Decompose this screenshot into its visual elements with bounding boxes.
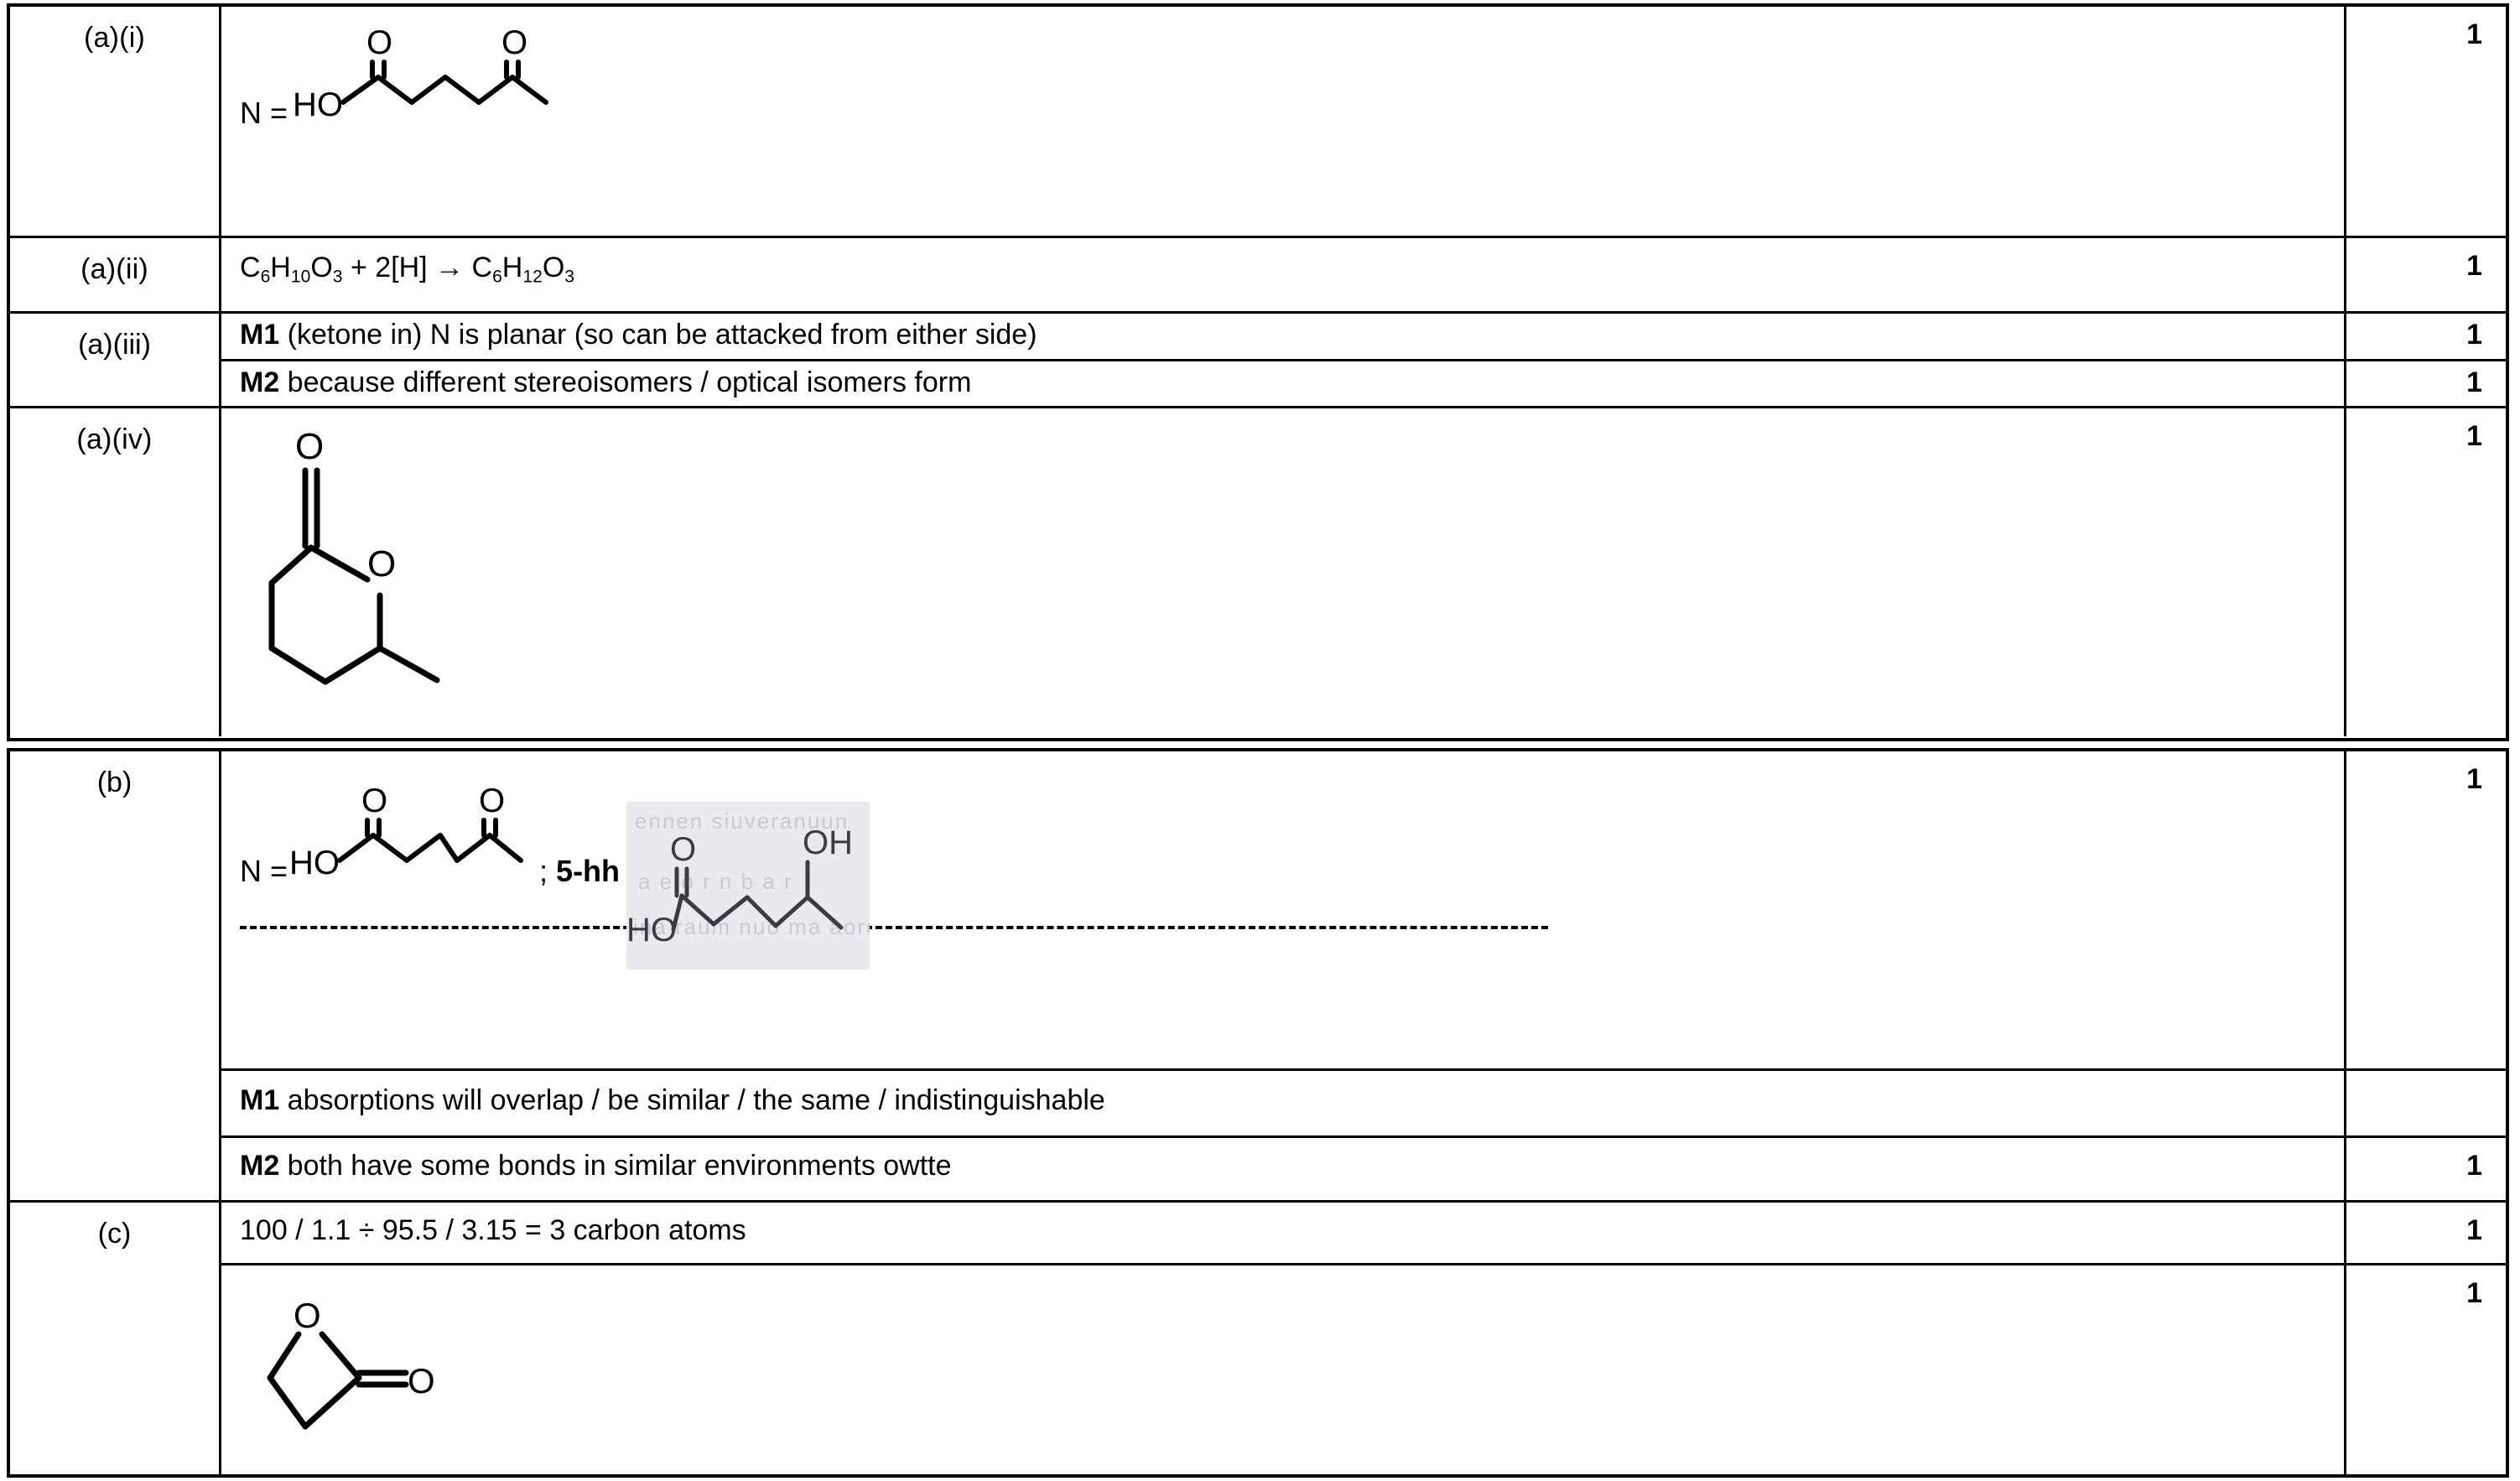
mark-cell: 1 [2466,1214,2482,1246]
table-row: (a)(i) N = HO O O [10,7,2506,236]
pasted-image-5-hydroxyhexanoic-acid: ennen siuveranuun a e o r n b a r ina ra… [626,802,870,969]
table-row-group: (c) 100 / 1.1 ÷ 95.5 / 3.15 = 3 carbon a… [10,1200,2506,1474]
answer-cell: O O [221,408,2346,736]
question-ref-label: (b) [96,766,132,798]
svg-text:O: O [294,1296,321,1335]
answer-cell: N = HO O O [221,7,2346,236]
table-row: N = HO O O [221,751,2506,1068]
svg-text:HO: HO [626,912,677,948]
question-ref-cell: (a)(i) [10,7,221,236]
molecule-5-oxohexanoic-acid: HO O O [293,25,549,123]
dashed-separator [240,926,1548,929]
answer-cell: C6H10O3 + 2[H] → C6H12O3 [221,238,2346,311]
molecule-5-oxohexanoic-acid: HO O O [289,783,524,881]
n-equals-label: N = [240,854,288,888]
mark-cell [2346,1071,2506,1136]
answer-cell: M2 because different stereoisomers / opt… [221,361,2346,406]
n-equals-label: N = [240,96,288,130]
mark-cell: 1 [2466,420,2482,452]
question-ref-cell: (a)(iii) [10,314,221,406]
answer-cell: N = HO O O [221,751,2346,1068]
table-row: (a)(ii) C6H10O3 + 2[H] → C6H12O3 1 [10,236,2506,311]
mark-point-text: because different stereoisomers / optica… [279,366,972,398]
mark-cell: 1 [2466,319,2482,351]
answer-cell: M2 both have some bonds in similar envir… [221,1138,2346,1200]
svg-text:O: O [361,783,387,819]
svg-text:O: O [367,543,396,585]
answer-cell: M1 absorptions will overlap / be similar… [221,1070,2346,1136]
svg-text:OH: OH [803,824,853,861]
mark-point-tag: M1 [240,1083,280,1116]
question-ref-label: (a)(iii) [78,329,151,361]
mark-scheme-table-part-a: (a)(i) N = HO O O [7,3,2509,741]
question-ref-label: (a)(iv) [76,424,153,455]
mark-point-text: absorptions will overlap / be similar / … [279,1083,1105,1116]
mark-cell: 1 [2466,18,2482,50]
svg-text:HO: HO [289,844,340,881]
table-row: 100 / 1.1 ÷ 95.5 / 3.15 = 3 carbon atoms… [221,1203,2506,1264]
question-ref-label: (a)(ii) [81,253,148,285]
mark-cell: 1 [2466,763,2482,795]
mark-cell: 1 [2466,250,2482,282]
molecule-delta-lactone: O O [268,426,440,685]
mark-point-text: both have some bonds in similar environm… [279,1150,952,1182]
molecule-5-hydroxyhexanoic-acid: HO O OH [626,824,853,948]
table-row: M1 absorptions will overlap / be similar… [221,1068,2506,1136]
separator-label: ; [539,854,548,888]
question-ref-cell: (c) [10,1203,221,1474]
svg-text:O: O [295,426,324,467]
mark-cell: 1 [2466,1277,2482,1310]
svg-text:O: O [479,783,505,819]
mark-scheme-table-part-b-c: (b) N = HO O O [7,748,2509,1478]
equation-text: C6H10O3 + 2[H] → C6H12O3 [240,252,574,287]
mark-point-tag: M2 [240,366,280,398]
five-hh-label: 5-hh [556,854,621,888]
svg-text:O: O [501,25,527,61]
svg-text:O: O [670,831,696,868]
mark-point-tag: M2 [240,1150,280,1182]
answer-cell: M1 (ketone in) N is planar (so can be at… [221,314,2346,359]
table-row-group: (a)(iii) M1 (ketone in) N is planar (so … [10,311,2506,406]
question-ref-label: (c) [97,1218,132,1250]
question-ref-label: (a)(i) [84,22,145,54]
answer-cell: 100 / 1.1 ÷ 95.5 / 3.15 = 3 carbon atoms [221,1203,2346,1264]
table-row: M2 because different stereoisomers / opt… [221,358,2506,406]
table-row: O O [221,1263,2506,1474]
answer-cell: O O [221,1265,2346,1474]
mark-point-tag: M1 [240,319,280,351]
table-row: M1 (ketone in) N is planar (so can be at… [221,314,2506,359]
mark-cell: 1 [2466,1150,2482,1182]
svg-text:O: O [408,1361,435,1400]
question-ref-cell: (b) [10,751,221,1200]
molecule-beta-lactone: O O [267,1296,435,1430]
svg-text:O: O [366,25,392,61]
mark-point-text: (ketone in) N is planar (so can be attac… [279,319,1037,351]
table-row: (a)(iv) O O [10,406,2506,736]
question-ref-cell: (a)(iv) [10,408,221,736]
svg-text:HO: HO [293,86,343,123]
table-row: M2 both have some bonds in similar envir… [221,1135,2506,1200]
question-ref-cell: (a)(ii) [10,238,221,311]
table-row-group: (b) N = HO O O [10,751,2506,1200]
calculation-text: 100 / 1.1 ÷ 95.5 / 3.15 = 3 carbon atoms [240,1214,746,1246]
mark-cell: 1 [2466,366,2482,398]
